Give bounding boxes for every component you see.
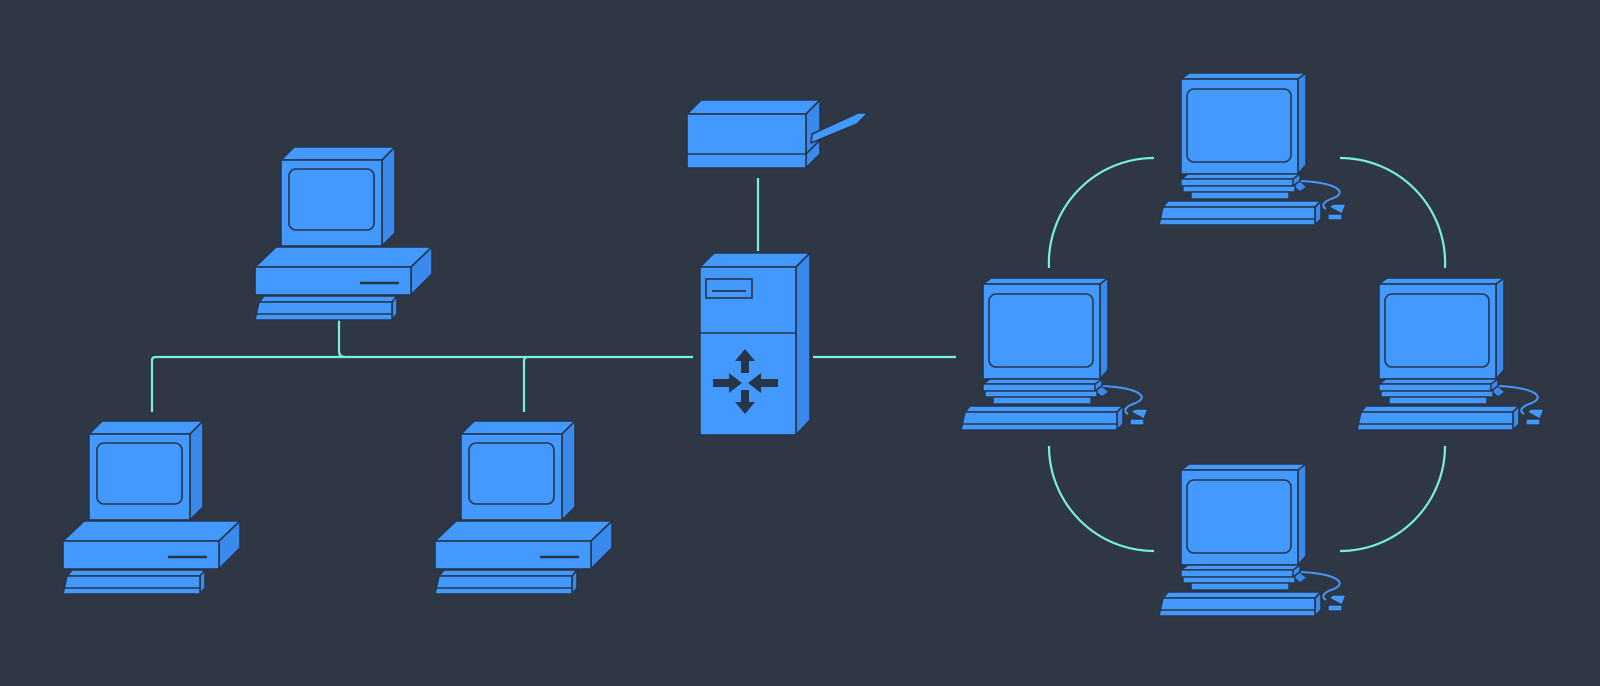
bus-drop-middle bbox=[522, 355, 529, 412]
crt-workstation-icon[interactable] bbox=[1356, 277, 1545, 431]
network-switch-icon[interactable] bbox=[699, 252, 811, 436]
crt-workstation-icon[interactable] bbox=[960, 277, 1149, 431]
bus-backbone bbox=[150, 355, 693, 412]
desktop-computer-icon[interactable] bbox=[253, 145, 434, 322]
ring-link-top-right bbox=[1339, 156, 1447, 269]
crt-workstation-icon[interactable] bbox=[1158, 72, 1347, 226]
network-links bbox=[150, 156, 1447, 553]
ring-link-bottom-right bbox=[1339, 445, 1447, 553]
ring-link-bottom-left bbox=[1047, 445, 1155, 553]
ring-link-top-left bbox=[1047, 156, 1155, 269]
printer-icon[interactable] bbox=[686, 99, 869, 169]
crt-workstation-icon[interactable] bbox=[1158, 463, 1347, 617]
bus-drop-top bbox=[337, 300, 346, 359]
desktop-computer-icon[interactable] bbox=[61, 419, 242, 596]
desktop-computer-icon[interactable] bbox=[433, 419, 614, 596]
